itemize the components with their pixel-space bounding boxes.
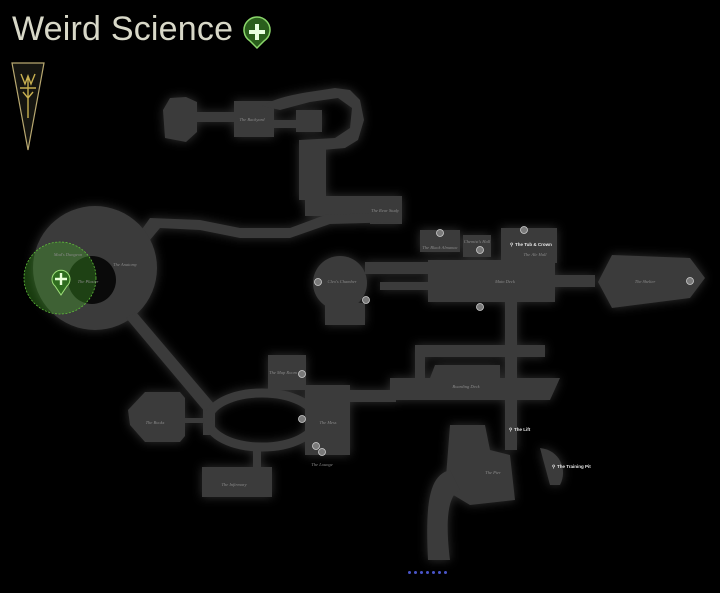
label-main-deck: Main Deck xyxy=(494,279,516,284)
label-infirmary: The Infirmary xyxy=(221,482,246,487)
location-pin-icon: ⚲ xyxy=(510,242,514,247)
map-pin-icon[interactable] xyxy=(298,415,306,423)
label-cleos-chamber: Cleo's Chamber xyxy=(327,279,356,284)
room-training-pit xyxy=(540,448,564,485)
page-dot[interactable] xyxy=(414,571,417,574)
corridor xyxy=(380,282,430,290)
map-pin-icon[interactable] xyxy=(476,303,484,311)
map-pin-icon[interactable] xyxy=(298,370,306,378)
corridor xyxy=(196,112,236,122)
room-main-deck xyxy=(428,260,555,302)
label-boarding-deck: Boarding Deck xyxy=(452,384,480,389)
label-lounge: The Lounge xyxy=(311,462,332,467)
room-chemists-hall xyxy=(463,235,491,257)
room-infirmary xyxy=(202,467,272,497)
label-training-pit: The Training Pit xyxy=(557,464,591,469)
location-training-pit[interactable]: ⚲ The Training Pit xyxy=(552,464,591,469)
faction-banner-icon xyxy=(11,62,45,151)
label-shelter: The Shelter xyxy=(635,279,656,284)
room-ale-hall xyxy=(501,228,557,263)
corridor xyxy=(415,345,545,357)
label-ale-hall: The Ale Hall xyxy=(524,252,548,257)
label-rear-study: The Rear Study xyxy=(371,208,399,213)
label-lift: The Lift xyxy=(514,427,531,432)
location-pin-icon: ⚲ xyxy=(552,464,556,469)
quest-marker-icon[interactable] xyxy=(51,269,71,296)
corridor-loop xyxy=(262,88,364,150)
map-pin-icon[interactable] xyxy=(520,226,528,234)
room-black-almanac xyxy=(420,230,460,252)
map-pin-icon[interactable] xyxy=(686,277,694,285)
corridor xyxy=(272,120,302,128)
location-pin-icon: ⚲ xyxy=(509,427,513,432)
room-cleos-chamber xyxy=(313,256,367,310)
page-dot[interactable] xyxy=(438,571,441,574)
corridor xyxy=(348,390,396,402)
location-lift[interactable]: ⚲ The Lift xyxy=(509,427,531,432)
corridor xyxy=(415,345,425,380)
room xyxy=(296,110,322,132)
room-pier xyxy=(445,425,515,505)
corridor-lift xyxy=(505,300,517,450)
room-shelter xyxy=(598,255,705,308)
map-pin-icon[interactable] xyxy=(314,278,322,286)
label-backyard: The Backyard xyxy=(240,117,266,122)
corridor xyxy=(183,418,208,423)
page-dot[interactable] xyxy=(426,571,429,574)
label-plaster: The Plaster xyxy=(78,279,99,284)
quest-title: Weird Science xyxy=(12,10,234,48)
corridor xyxy=(299,140,326,200)
room-boarding-deck xyxy=(390,365,560,400)
corridor-west xyxy=(140,212,400,240)
map-pin-icon[interactable] xyxy=(362,296,370,304)
page-dot[interactable] xyxy=(444,571,447,574)
map-pin-icon[interactable] xyxy=(318,448,326,456)
room-backyard-west xyxy=(163,97,197,142)
label-tub-crown: The Tub & Crown xyxy=(515,242,552,247)
corridor-pier xyxy=(427,470,460,560)
corridor xyxy=(365,262,435,274)
page-dot[interactable] xyxy=(408,571,411,574)
label-chemists-hall: Chemist's Hall xyxy=(464,239,491,244)
room-mess xyxy=(305,385,350,455)
page-indicator[interactable] xyxy=(408,571,447,574)
location-tub-crown[interactable]: ⚲ The Tub & Crown xyxy=(510,242,552,247)
corridor xyxy=(253,450,261,470)
page-dot[interactable] xyxy=(420,571,423,574)
label-pier: The Pier xyxy=(485,470,501,475)
label-black-almanac: The Black Almanac xyxy=(422,245,457,250)
label-books: The Books xyxy=(146,420,165,425)
map-pin-icon[interactable] xyxy=(436,229,444,237)
label-anatomy: The Anatomy xyxy=(113,262,137,267)
map-pin-icon[interactable] xyxy=(312,442,320,450)
plaster-hole xyxy=(68,256,116,304)
room-books xyxy=(128,392,185,442)
label-map-room: The Map Room xyxy=(269,370,297,375)
corridor xyxy=(553,275,595,287)
label-mess: The Mess xyxy=(319,420,336,425)
map-pin-icon[interactable] xyxy=(476,246,484,254)
green-plus-marker-icon xyxy=(243,16,271,50)
corridor-diagonal xyxy=(126,312,215,412)
room xyxy=(325,303,365,325)
label-dungeon: Mad's Dungeon xyxy=(53,252,83,257)
page-dot[interactable] xyxy=(432,571,435,574)
